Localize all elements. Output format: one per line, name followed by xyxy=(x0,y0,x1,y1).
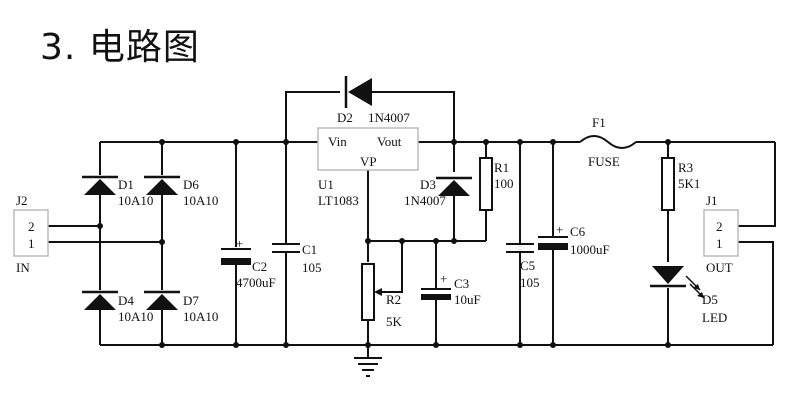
svg-text:5K1: 5K1 xyxy=(678,176,700,191)
resistor-r3: R3 5K1 xyxy=(661,157,700,211)
svg-text:5K: 5K xyxy=(386,314,403,329)
diode-d3: D3 1N4007 xyxy=(404,176,474,208)
junction-dots xyxy=(97,139,671,348)
svg-text:10A10: 10A10 xyxy=(118,309,153,324)
svg-text:10A10: 10A10 xyxy=(118,193,153,208)
svg-text:Vin: Vin xyxy=(328,134,347,149)
connector-j1: J1 2 1 OUT xyxy=(703,193,739,275)
svg-text:C5: C5 xyxy=(520,258,535,273)
capacitor-c3: + C3 10uF xyxy=(421,271,481,307)
svg-text:LT1083: LT1083 xyxy=(318,193,359,208)
wire-j1-pin2 xyxy=(738,142,776,227)
j2-pin1: 1 xyxy=(28,236,35,251)
wire-j1-pin1 xyxy=(738,241,774,345)
ground-symbol xyxy=(354,357,382,377)
svg-text:F1: F1 xyxy=(592,115,606,130)
wire-r2-wiper xyxy=(380,241,403,293)
svg-text:100: 100 xyxy=(494,176,514,191)
connector-j2: J2 2 1 IN xyxy=(13,193,49,275)
svg-text:1N4007: 1N4007 xyxy=(404,193,446,208)
svg-text:C1: C1 xyxy=(302,242,317,257)
svg-text:Vout: Vout xyxy=(377,134,402,149)
svg-text:1N4007: 1N4007 xyxy=(368,110,410,125)
svg-text:R1: R1 xyxy=(494,160,509,175)
svg-text:D6: D6 xyxy=(183,177,199,192)
svg-text:4700uF: 4700uF xyxy=(236,275,276,290)
svg-text:D1: D1 xyxy=(118,177,134,192)
svg-text:D5: D5 xyxy=(702,292,718,307)
svg-text:OUT: OUT xyxy=(706,260,733,275)
svg-text:FUSE: FUSE xyxy=(588,154,620,169)
section-title: 电路图 xyxy=(88,27,200,68)
svg-text:2: 2 xyxy=(716,219,723,234)
wire-d2-right xyxy=(372,91,455,142)
section-number: 3. xyxy=(40,27,77,68)
svg-text:C2: C2 xyxy=(252,259,267,274)
svg-text:D7: D7 xyxy=(183,293,199,308)
regulator-u1: Vin Vout VP U1 LT1083 xyxy=(317,127,419,208)
svg-text:D4: D4 xyxy=(118,293,134,308)
svg-text:1000uF: 1000uF xyxy=(570,242,610,257)
svg-text:C3: C3 xyxy=(454,276,469,291)
capacitor-c1: C1 105 xyxy=(272,242,322,275)
svg-text:105: 105 xyxy=(520,275,540,290)
wire-d2-left xyxy=(285,91,340,142)
svg-text:105: 105 xyxy=(302,260,322,275)
svg-text:U1: U1 xyxy=(318,177,334,192)
fuse-f1: F1 FUSE xyxy=(579,115,637,169)
svg-text:+: + xyxy=(556,222,563,237)
diode-d7: D7 10A10 xyxy=(142,290,218,324)
diode-d4: D4 10A10 xyxy=(80,290,153,324)
j2-pin2: 2 xyxy=(28,219,35,234)
diode-d1: D1 10A10 xyxy=(80,175,153,208)
svg-text:R3: R3 xyxy=(678,160,693,175)
capacitor-c2: + C2 4700uF xyxy=(221,236,276,290)
diode-d2: D2 1N4007 xyxy=(337,76,410,125)
svg-text:+: + xyxy=(236,236,243,251)
j2-ref: J2 xyxy=(16,193,28,208)
svg-text:D2: D2 xyxy=(337,110,353,125)
svg-text:J1: J1 xyxy=(706,193,718,208)
svg-text:C6: C6 xyxy=(570,224,586,239)
svg-text:D3: D3 xyxy=(420,177,436,192)
svg-text:10A10: 10A10 xyxy=(183,193,218,208)
svg-text:R2: R2 xyxy=(386,292,401,307)
svg-text:+: + xyxy=(440,271,447,286)
resistor-r1: R1 100 xyxy=(479,157,514,211)
svg-text:LED: LED xyxy=(702,310,727,325)
svg-text:1: 1 xyxy=(716,236,723,251)
svg-text:10uF: 10uF xyxy=(454,292,481,307)
capacitor-c5: C5 105 xyxy=(506,243,540,290)
svg-text:VP: VP xyxy=(360,154,377,169)
capacitor-c6: + C6 1000uF xyxy=(538,222,610,257)
svg-text:10A10: 10A10 xyxy=(183,309,218,324)
led-d5: D5 LED xyxy=(650,266,727,325)
diode-d6: D6 10A10 xyxy=(142,175,218,208)
potentiometer-r2: R2 5K xyxy=(361,263,403,329)
page-title: 3. 电路图 xyxy=(40,18,200,70)
j2-label: IN xyxy=(16,260,30,275)
